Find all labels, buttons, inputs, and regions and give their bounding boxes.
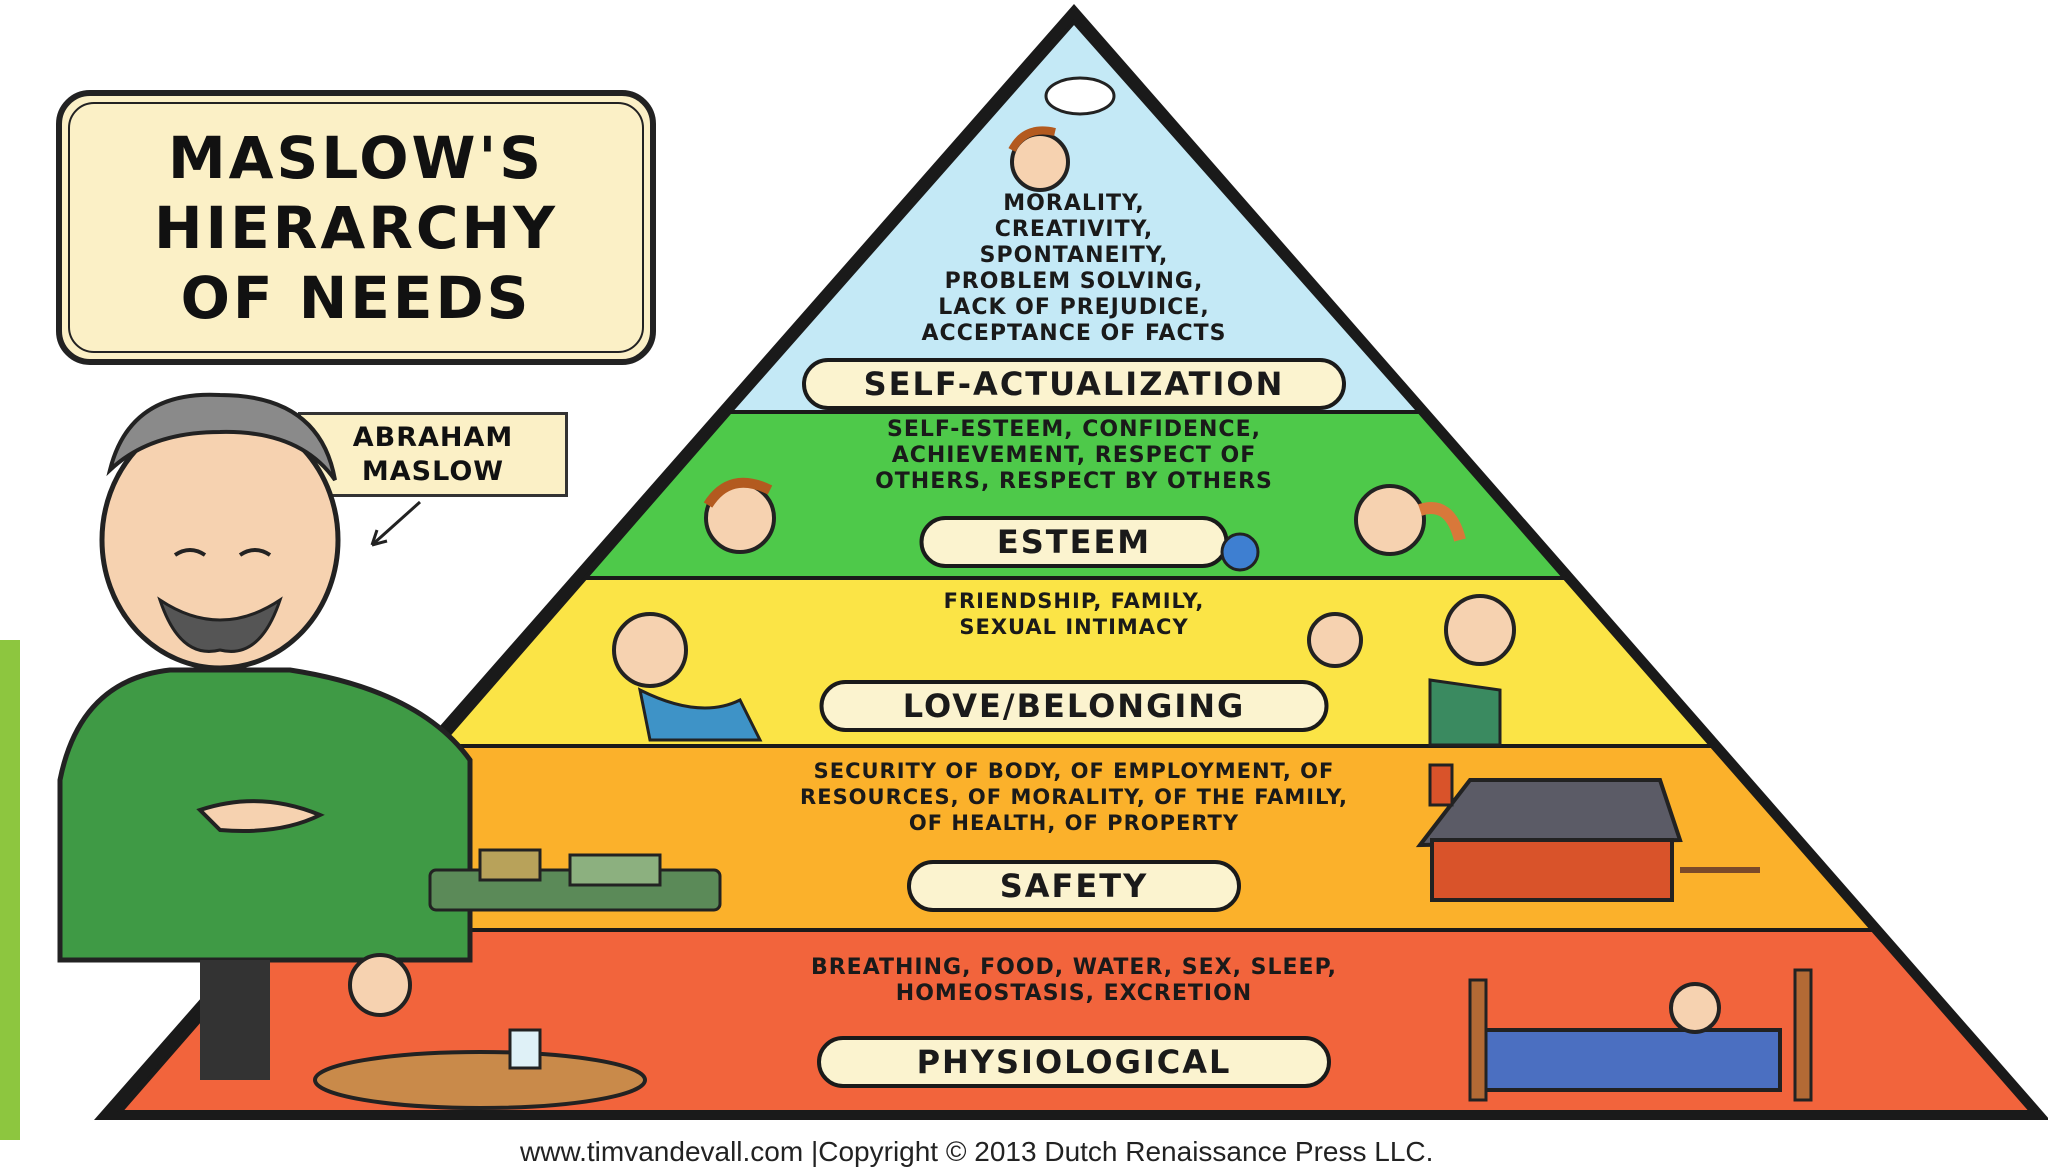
person-label: ABRAHAM MASLOW: [352, 421, 514, 487]
level-description-line: LACK OF PREJUDICE,: [938, 295, 1209, 320]
level-name: LOVE/BELONGING: [903, 687, 1246, 725]
maslow-character-illustration: [57, 392, 473, 1080]
eating-child-illustration: [313, 953, 647, 1110]
level-description-line: CREATIVITY,: [995, 217, 1154, 242]
level-description-line: FRIENDSHIP, FAMILY,: [944, 589, 1205, 613]
level-description-line: PROBLEM SOLVING,: [945, 269, 1204, 294]
level-description-line: SECURITY OF BODY, OF EMPLOYMENT, OF: [814, 759, 1335, 783]
pointer-arrow: [370, 500, 422, 547]
level-description-line: BREATHING, FOOD, WATER, SEX, SLEEP,: [811, 955, 1337, 980]
level-label-pill: [819, 680, 1329, 732]
level-description-line: RESOURCES, OF MORALITY, OF THE FAMILY,: [800, 785, 1348, 809]
esteem-people-illustration: [703, 477, 1466, 572]
money-illustration: [428, 848, 722, 912]
level-description-line: OTHERS, RESPECT BY OTHERS: [875, 469, 1273, 494]
level-description-line: SPONTANEITY,: [980, 243, 1169, 268]
person-label-box: ABRAHAM MASLOW: [298, 412, 568, 497]
level-label-pill: [907, 860, 1241, 912]
level-description-line: OF HEALTH, OF PROPERTY: [909, 811, 1239, 835]
house-illustration: [1415, 763, 1760, 902]
level-label-pill: [817, 1036, 1331, 1088]
level-name: SELF-ACTUALIZATION: [864, 365, 1285, 403]
thinking-child-illustration: [1008, 76, 1116, 192]
level-name: ESTEEM: [997, 523, 1151, 561]
family-hug-illustration: [612, 594, 1516, 747]
level-description-line: HOMEOSTASIS, EXCRETION: [896, 981, 1252, 1006]
level-description-line: ACHIEVEMENT, RESPECT OF: [892, 443, 1257, 468]
level-label-pill: [802, 358, 1346, 410]
title-box: MASLOW'S HIERARCHY OF NEEDS: [56, 90, 656, 365]
slide-accent-bar: [0, 640, 20, 1140]
level-description-line: SEXUAL INTIMACY: [959, 615, 1188, 639]
diagram-title: MASLOW'S HIERARCHY OF NEEDS: [153, 123, 559, 332]
level-name: SAFETY: [1000, 867, 1149, 905]
copyright-footer: www.timvandevall.com |Copyright © 2013 D…: [520, 1136, 1434, 1167]
level-description-line: MORALITY,: [1003, 191, 1144, 216]
level-description-line: SELF-ESTEEM, CONFIDENCE,: [887, 417, 1261, 442]
bed-illustration: [1468, 968, 1813, 1102]
pointer-arrowhead: [370, 529, 388, 547]
level-name: PHYSIOLOGICAL: [917, 1043, 1232, 1081]
level-description-line: ACCEPTANCE OF FACTS: [922, 321, 1227, 346]
